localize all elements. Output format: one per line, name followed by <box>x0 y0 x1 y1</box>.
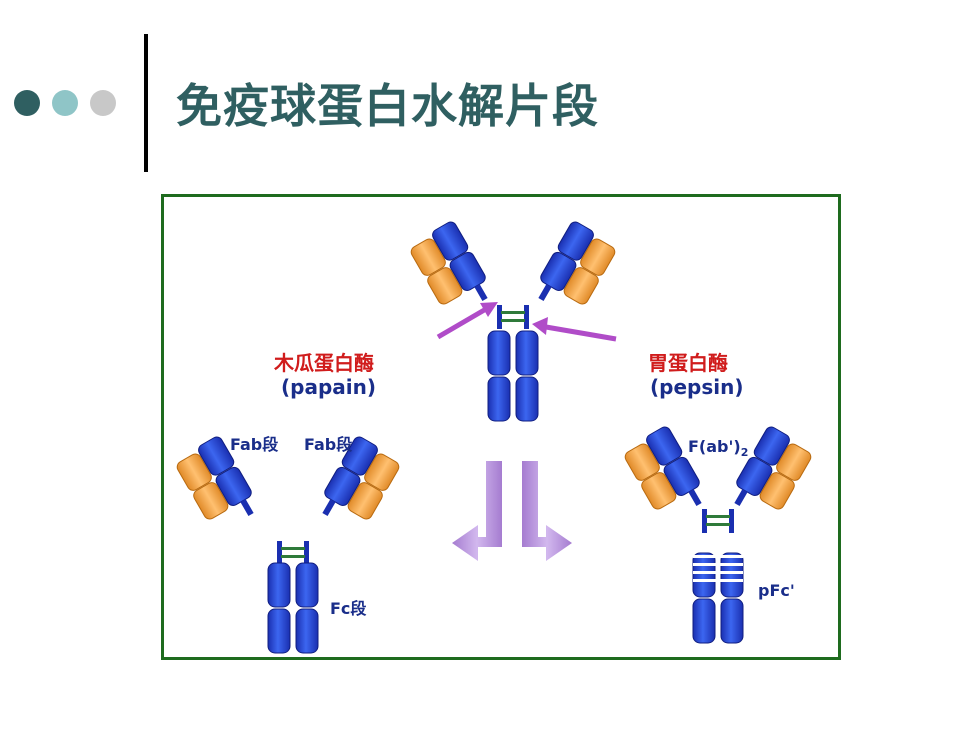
pfc-label: pFc' <box>758 581 795 600</box>
papain-arrow <box>436 302 498 340</box>
fc-fragment <box>267 541 319 654</box>
fab-right-label: Fab段 <box>304 435 353 454</box>
fab2-label-sub: 2 <box>740 446 749 460</box>
fab2-label-main: F(ab') <box>688 437 741 456</box>
pepsin-label-cn: 胃蛋白酶 <box>648 351 728 375</box>
flow-arrow-right <box>522 461 572 561</box>
fc-label: Fc段 <box>330 599 367 618</box>
dot-gray <box>90 90 116 116</box>
flow-arrow-left <box>452 461 502 561</box>
title-divider <box>144 34 148 172</box>
papain-label-cn: 木瓜蛋白酶 <box>274 351 374 375</box>
fab2-label: F(ab')2 <box>688 437 748 459</box>
dot-dark <box>14 90 40 116</box>
antibody-diagram-panel: 木瓜蛋白酶 (papain) 胃蛋白酶 (pepsin) Fab段 Fab段 F… <box>161 194 841 660</box>
antibody-diagram <box>172 219 816 654</box>
slide-title: 免疫球蛋白水解片段 <box>176 79 599 133</box>
papain-label-en: (papain) <box>281 375 376 399</box>
pepsin-label-en: (pepsin) <box>650 375 744 399</box>
pepsin-arrow <box>532 317 617 342</box>
dot-teal <box>52 90 78 116</box>
slide-dots <box>14 90 116 116</box>
pfc-fragment <box>692 552 744 644</box>
intact-antibody <box>406 219 620 422</box>
fab-left-label: Fab段 <box>230 435 279 454</box>
